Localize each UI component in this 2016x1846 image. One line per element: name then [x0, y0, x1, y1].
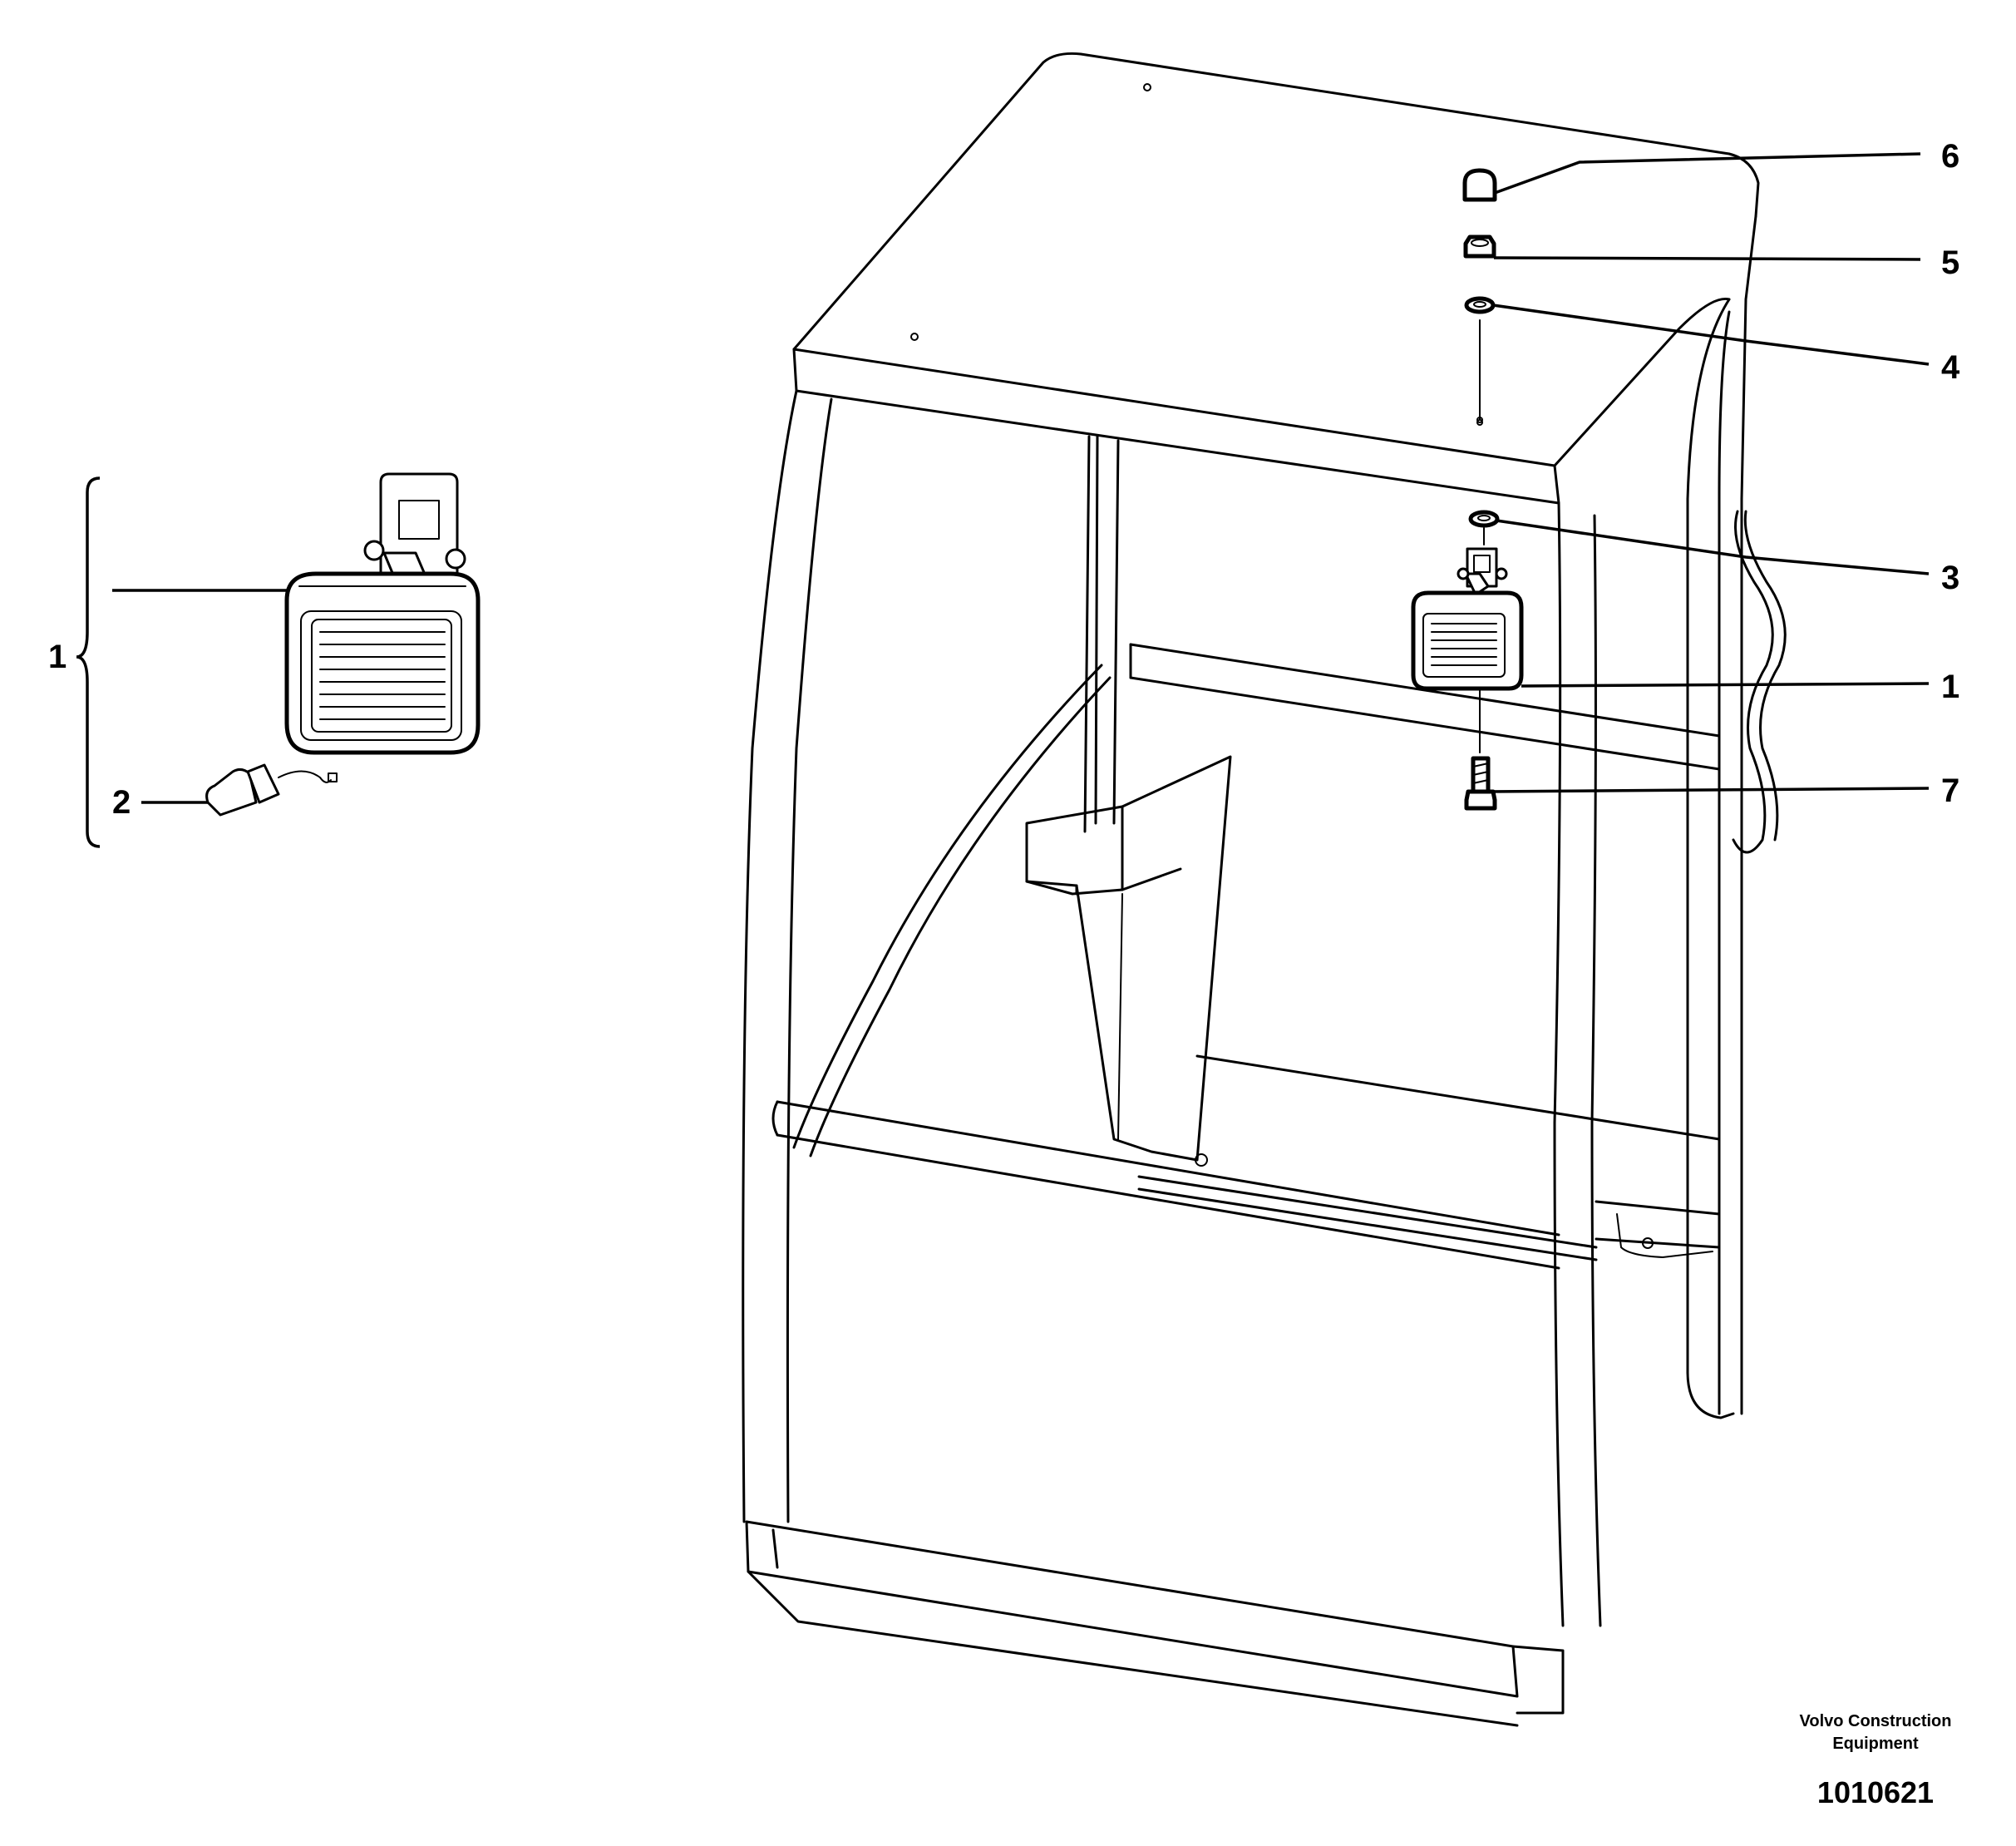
washer-top — [1464, 296, 1496, 314]
exploded-hardware — [1411, 168, 1524, 811]
brand-line-1: Volvo Construction — [1800, 1712, 1952, 1730]
callout-2: 2 — [112, 784, 131, 821]
footer: Volvo Construction Equipment 1010621 — [1800, 1712, 1952, 1809]
work-lamp-small — [1411, 547, 1524, 691]
brace — [76, 476, 101, 848]
callout-labels: 6 5 4 3 1 7 1 2 — [48, 138, 1960, 821]
callout-1-left: 1 — [48, 639, 67, 675]
cab-frame — [742, 52, 1787, 1727]
document-number: 1010621 — [1817, 1775, 1934, 1809]
callout-3: 3 — [1941, 560, 1959, 596]
work-lamp-large — [284, 472, 481, 755]
bolt — [1464, 756, 1497, 811]
leader-lines-right — [1487, 152, 1930, 793]
bulb — [205, 763, 338, 817]
cap-nut — [1462, 168, 1497, 202]
callout-7: 7 — [1941, 772, 1959, 809]
callout-6: 6 — [1941, 138, 1959, 175]
detail-view — [76, 472, 481, 848]
hex-nut — [1463, 234, 1496, 259]
callout-5: 5 — [1941, 244, 1959, 281]
washer-lower — [1468, 510, 1500, 528]
callout-4: 4 — [1941, 349, 1960, 386]
callout-1-right: 1 — [1941, 669, 1959, 705]
brand-line-2: Equipment — [1832, 1735, 1919, 1753]
